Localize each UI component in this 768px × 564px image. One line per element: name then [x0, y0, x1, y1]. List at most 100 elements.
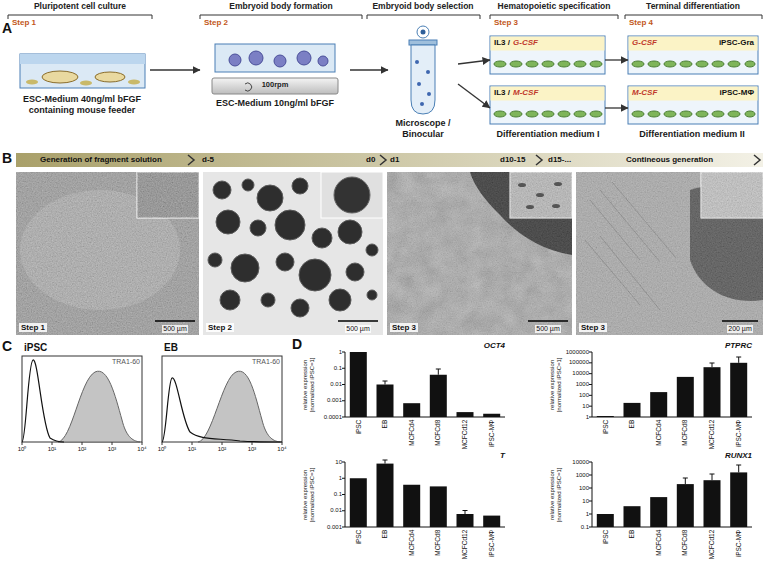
micrograph — [155, 320, 195, 322]
bar-chart — [597, 416, 614, 417]
shaker-illustration — [249, 51, 263, 65]
tick-label: 0.01 — [330, 381, 342, 388]
culture-dish: G-CSF iPSC-Gra — [628, 36, 758, 74]
flow-histogram — [22, 360, 64, 442]
bar-chart — [483, 516, 500, 527]
histogram-title: EB — [164, 342, 178, 354]
flow-histogram — [198, 371, 280, 442]
tick-label: 10¹ — [188, 446, 197, 453]
culture-dish-illustration — [491, 87, 605, 101]
bar-chart — [457, 412, 474, 417]
tick-label: 1000 — [576, 472, 589, 479]
micrograph — [242, 179, 254, 191]
step-label: Step 4 — [629, 18, 653, 27]
bar-chart — [683, 465, 741, 484]
node-text: ESC-Medium 40ng/ml bFGF containing mouse… — [14, 94, 150, 116]
bar-chart — [350, 478, 367, 527]
tube-illustration — [411, 45, 435, 114]
timeline-text: Contineous generation — [626, 155, 713, 164]
culture-dish-illustration — [629, 87, 758, 101]
stage-header: Embryoid body selection — [372, 2, 473, 12]
shaker-illustration — [215, 44, 335, 72]
shaker-step: 100rpmESC-Medium 10ng/ml bFGF — [200, 30, 350, 109]
flow-histogram — [162, 378, 282, 442]
culture-dish-illustration — [491, 37, 605, 51]
culture-dish-illustration — [494, 111, 506, 117]
category-label: iPSC — [602, 530, 609, 545]
tick-label: 10000 — [572, 459, 589, 466]
culture-dish-illustration — [590, 111, 602, 117]
micrograph — [552, 204, 560, 208]
micrograph — [203, 172, 383, 335]
bar-chart — [430, 486, 447, 527]
bar-chart — [377, 385, 394, 418]
micrograph — [291, 299, 309, 317]
culture-dish-illustration — [574, 61, 586, 67]
micrograph — [536, 193, 544, 197]
tube-illustration — [420, 102, 424, 106]
stage-header: Hematopoietic specification — [498, 2, 611, 12]
culture-dish: M-CSFiPSC-MΦ — [628, 86, 758, 124]
timeline-bar — [380, 155, 386, 165]
axis-title: relative expression [normalized iPSC=1] — [548, 352, 562, 417]
culture-dish-illustration — [490, 36, 605, 74]
micrograph — [257, 185, 283, 211]
micrograph — [338, 220, 362, 244]
tick-label: 0.001 — [327, 397, 342, 404]
tick-label: 1 — [586, 414, 589, 421]
micrograph — [528, 320, 568, 322]
micrograph — [338, 320, 378, 322]
timeline-bar — [16, 153, 763, 167]
flow-arrow — [350, 69, 388, 70]
tick-label: 10³ — [248, 446, 257, 453]
node-text: G-CSF — [632, 38, 657, 47]
gene-name: RUNX1 — [725, 451, 752, 460]
flow-arrow — [458, 60, 490, 64]
bar-chart — [710, 357, 742, 367]
step-label: Step 3 — [494, 18, 518, 27]
tick-label: 10⁰ — [18, 446, 27, 453]
timeline-day: d0 — [366, 155, 375, 164]
tube-illustration — [417, 26, 429, 38]
step-bracket — [367, 15, 480, 19]
image-step-label: Step 1 — [19, 323, 47, 332]
category-label: EB — [381, 420, 388, 429]
micrograph — [299, 259, 331, 291]
tick-label: 0.001 — [327, 524, 342, 531]
feeder-dish-illustration — [20, 54, 145, 88]
micrograph — [554, 182, 562, 186]
category-label: MCFCd4 — [408, 530, 415, 556]
tube-illustration — [409, 40, 437, 45]
micrograph — [220, 290, 240, 310]
micrograph — [16, 172, 199, 335]
culture-dish-illustration — [542, 111, 554, 117]
shaker-illustration — [318, 56, 328, 66]
category-label: iPSC-MΦ — [735, 530, 742, 558]
node-text: iPSC-Gra — [719, 38, 754, 47]
node-text: M-CSF — [513, 88, 538, 97]
timeline-day: d1 — [390, 155, 399, 164]
node-text: Microscope / Binocular — [388, 118, 458, 140]
category-label: MCFCd12 — [461, 420, 468, 450]
micrograph — [576, 172, 763, 335]
tube-illustration — [421, 30, 426, 35]
feeder-dish-illustration — [26, 80, 38, 85]
micrograph — [261, 293, 275, 307]
flow-histogram — [162, 442, 282, 445]
bar-chart — [650, 392, 667, 417]
culture-dish-illustration — [728, 111, 740, 117]
image-step-label: Step 3 — [579, 323, 607, 332]
node-text: IL3 / — [494, 88, 510, 97]
micrograph — [213, 181, 231, 199]
category-label: MCFCd12 — [461, 530, 468, 560]
image-step-label: Step 3 — [390, 323, 418, 332]
bar-chart — [704, 480, 721, 527]
tick-label: 10 — [582, 403, 589, 410]
culture-dish-illustration — [648, 61, 660, 67]
category-label: iPSC — [355, 420, 362, 435]
flow-arrow — [150, 69, 200, 70]
tube-illustration — [417, 82, 421, 86]
bar-chart — [342, 462, 505, 527]
micrograph — [576, 172, 763, 335]
category-label: EB — [381, 530, 388, 539]
